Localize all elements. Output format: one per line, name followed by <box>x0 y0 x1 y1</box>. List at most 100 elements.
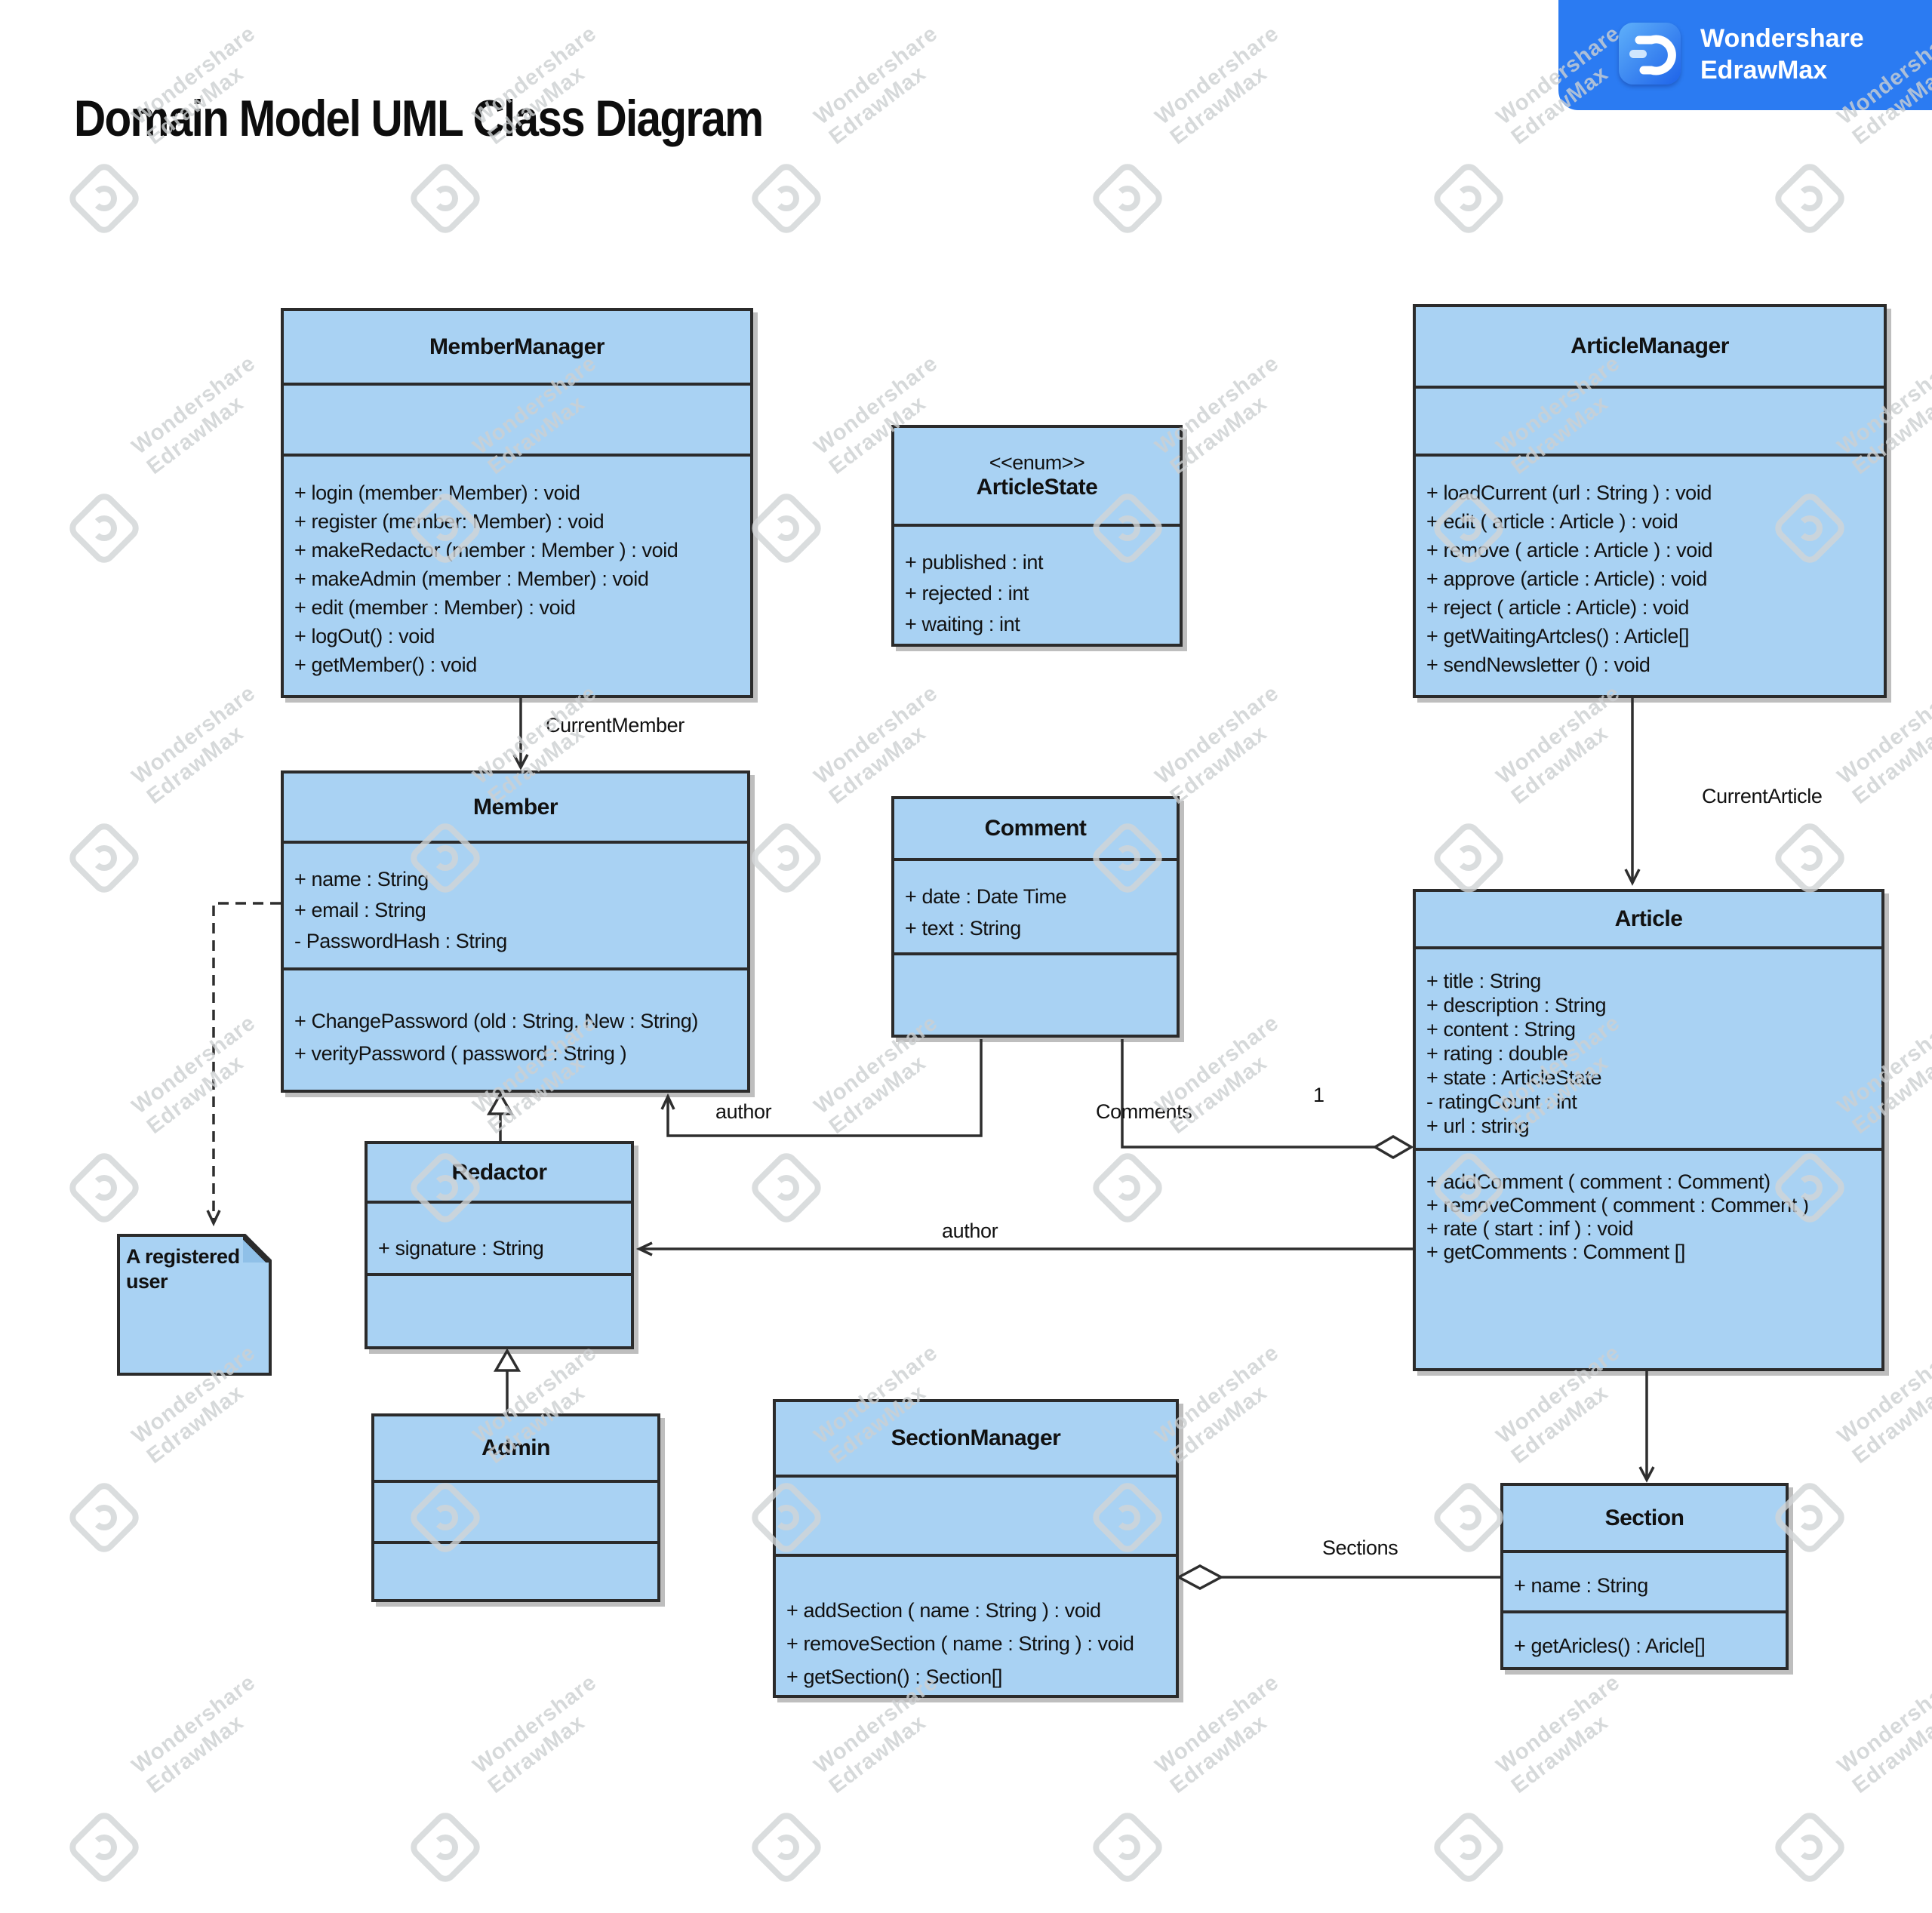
attributes-compartment: + title : String + description : String … <box>1416 946 1881 1148</box>
note-registered-user[interactable]: A registered user <box>117 1234 272 1376</box>
method: + ChangePassword (old : String, New : St… <box>294 1010 698 1032</box>
edge-inheritance-redactor-member[interactable] <box>486 1091 515 1141</box>
watermark-badge-icon <box>1088 1807 1168 1887</box>
attributes-compartment <box>284 383 750 454</box>
edge-label-current-member[interactable]: CurrentMember <box>546 714 685 737</box>
methods-compartment: + addSection ( name : String ) : void + … <box>776 1554 1176 1695</box>
method: + edit ( article : Article ) : void <box>1426 510 1678 533</box>
attributes-compartment: + date : Date Time + text : String <box>894 858 1177 952</box>
watermark-badge-icon <box>1429 1478 1509 1558</box>
watermark-badge-icon <box>746 488 826 568</box>
edrawmax-logo[interactable]: Wondershare EdrawMax <box>1558 0 1932 110</box>
edge-label-sections[interactable]: Sections <box>1322 1536 1398 1559</box>
method: + removeComment ( comment : Comment ) <box>1426 1194 1809 1216</box>
note-text: A registered user <box>126 1245 240 1293</box>
edge-author-article-redactor[interactable] <box>635 1241 1413 1256</box>
watermark-badge-icon <box>1770 1807 1850 1887</box>
methods-compartment: + login (member: Member) : void + regist… <box>284 454 750 695</box>
method: + edit (member : Member) : void <box>294 596 576 619</box>
class-title: Section <box>1604 1505 1684 1530</box>
method: + addComment ( comment : Comment) <box>1426 1170 1770 1193</box>
edge-sections-sectionmanager-section[interactable] <box>1176 1564 1500 1590</box>
method: + login (member: Member) : void <box>294 481 580 504</box>
attributes-compartment <box>776 1475 1176 1554</box>
edge-label-multiplicity-1[interactable]: 1 <box>1313 1084 1324 1106</box>
class-redactor[interactable]: Redactor + signature : String <box>365 1141 634 1349</box>
class-title: Admin <box>481 1435 550 1460</box>
class-section[interactable]: Section + name : String + getAricles() :… <box>1500 1483 1789 1670</box>
method: + getSection() : Section[] <box>786 1665 1003 1688</box>
watermark-badge-icon <box>746 1148 826 1228</box>
class-member[interactable]: Member + name : String + email : String … <box>281 770 750 1093</box>
methods-compartment: + loadCurrent (url : String ) : void + e… <box>1416 454 1884 695</box>
attribute: + text : String <box>905 917 1021 940</box>
watermark-badge-icon <box>746 158 826 238</box>
method: + removeSection ( name : String ) : void <box>786 1632 1134 1655</box>
attribute: + rating : double <box>1426 1042 1568 1065</box>
attribute: + name : String <box>294 868 429 890</box>
edge-current-member[interactable] <box>512 698 529 770</box>
attribute: + title : String <box>1426 970 1541 992</box>
attribute: + content : String <box>1426 1018 1576 1041</box>
edge-label-author-article[interactable]: author <box>942 1219 998 1242</box>
class-member-manager[interactable]: MemberManager + login (member: Member) :… <box>281 308 753 698</box>
watermark-badge-icon <box>64 1478 144 1558</box>
watermark-badge-icon <box>746 818 826 898</box>
methods-compartment <box>368 1273 631 1346</box>
watermark-badge-icon <box>1429 818 1509 898</box>
methods-compartment: + ChangePassword (old : String, New : St… <box>284 967 747 1090</box>
watermark-badge-icon <box>64 1148 144 1228</box>
method: + remove ( article : Article ) : void <box>1426 539 1713 561</box>
class-article-state[interactable]: <<enum>> ArticleState + published : int … <box>891 425 1183 647</box>
method: + rate ( start : inf ) : void <box>1426 1217 1634 1240</box>
edge-inheritance-admin-redactor[interactable] <box>493 1348 521 1413</box>
attribute: + rejected : int <box>905 582 1029 604</box>
attribute: - ratingCount : int <box>1426 1090 1577 1113</box>
attribute: + signature : String <box>378 1237 544 1259</box>
edge-current-article[interactable] <box>1624 698 1641 886</box>
edge-label-comments[interactable]: Comments <box>1096 1100 1192 1123</box>
method: + addSection ( name : String ) : void <box>786 1599 1101 1622</box>
methods-compartment: + addComment ( comment : Comment) + remo… <box>1416 1148 1881 1368</box>
class-comment[interactable]: Comment + date : Date Time + text : Stri… <box>891 796 1180 1038</box>
watermark-badge-icon <box>1088 158 1168 238</box>
attribute: + published : int <box>905 551 1044 574</box>
class-article-manager[interactable]: ArticleManager + loadCurrent (url : Stri… <box>1413 304 1887 698</box>
method: + makeAdmin (member : Member) : void <box>294 567 649 590</box>
class-title: <<enum>> ArticleState <box>894 428 1180 524</box>
logo-brand: Wondershare <box>1700 24 1864 53</box>
methods-compartment <box>374 1541 657 1599</box>
class-article[interactable]: Article + title : String + description :… <box>1413 889 1884 1371</box>
edge-article-section[interactable] <box>1638 1371 1655 1483</box>
class-title-text: ArticleState <box>976 475 1098 500</box>
edge-label-author-comment[interactable]: author <box>715 1100 772 1123</box>
attributes-compartment: + name : String + email : String - Passw… <box>284 841 747 967</box>
class-admin[interactable]: Admin <box>371 1413 660 1602</box>
edge-note-member[interactable] <box>206 902 281 1227</box>
watermark-badge-icon <box>1429 158 1509 238</box>
edge-label-current-article[interactable]: CurrentArticle <box>1702 785 1823 807</box>
class-title: Article <box>1614 906 1683 931</box>
class-title: Comment <box>984 816 1087 841</box>
method: + logOut() : void <box>294 625 435 647</box>
edge-comments-comment-article[interactable] <box>1121 1039 1414 1160</box>
class-section-manager[interactable]: SectionManager + addSection ( name : Str… <box>773 1399 1179 1698</box>
watermark-badge-icon <box>1088 1148 1168 1228</box>
